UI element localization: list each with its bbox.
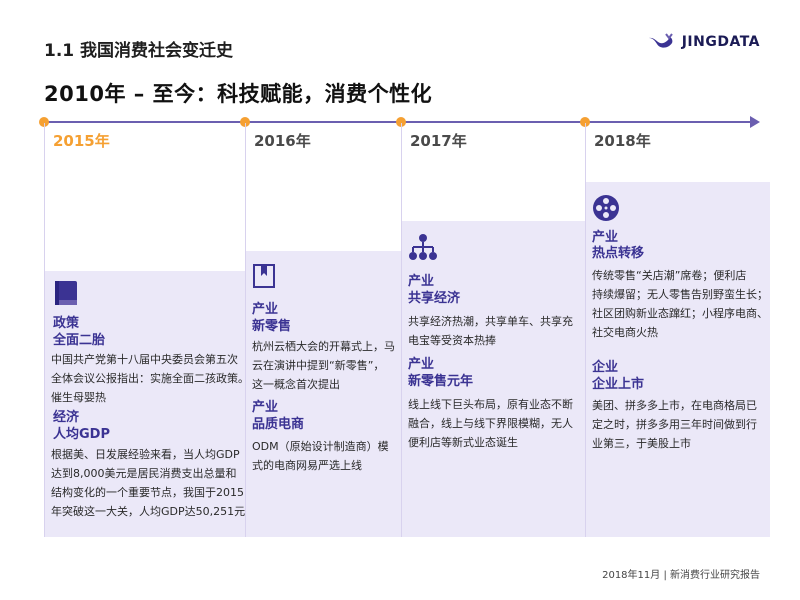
category-label: 企业 bbox=[592, 360, 619, 375]
film-reel-icon bbox=[593, 195, 619, 221]
event-title: 热点转移 bbox=[592, 246, 645, 261]
section-title: 1.1 我国消费社会变迁史 bbox=[44, 41, 234, 61]
category-label: 产业 bbox=[252, 302, 279, 317]
event-title: 企业上市 bbox=[592, 377, 645, 392]
event-description: 共享经济热潮，共享单车、共享充 电宝等受资本热捧 bbox=[408, 315, 573, 347]
event-description: 杭州云栖大会的开幕式上，马 云在演讲中提到“新零售”， 这一概念首次提出 bbox=[252, 340, 395, 391]
year-column-2018: 2018年 产业 热点转移 传统零售“关店潮”席卷；便利店 持续爆留；无人零售告… bbox=[585, 123, 770, 537]
year-panel: 产业 热点转移 传统零售“关店潮”席卷；便利店 持续爆留；无人零售告别野蛮生长；… bbox=[586, 182, 770, 537]
event-description: 美团、拼多多上市，在电商格局已 定之时，拼多多用三年时间做到行 业第三，于美股上… bbox=[592, 399, 757, 450]
category-label: 政策 bbox=[53, 316, 80, 331]
event-title: 全面二胎 bbox=[53, 333, 106, 348]
category-label: 产业 bbox=[408, 274, 435, 289]
network-icon bbox=[409, 234, 437, 260]
timeline-dot-2017 bbox=[396, 117, 406, 127]
bookmark-icon bbox=[253, 264, 275, 288]
book-icon bbox=[55, 281, 77, 305]
event-title: 新零售 bbox=[252, 319, 292, 334]
year-label: 2016年 bbox=[254, 132, 311, 150]
timeline-arrow-icon bbox=[750, 116, 760, 128]
year-panel: 产业 共享经济 共享经济热潮，共享单车、共享充 电宝等受资本热捧 产业 新零售元… bbox=[402, 221, 586, 537]
page-title: 2010年 – 至今：科技赋能，消费个性化 bbox=[44, 82, 433, 106]
year-panel: 政策 全面二胎 中国共产党第十八届中央委员会第五次 全体会议公报指出：实施全面二… bbox=[45, 271, 249, 537]
category-label: 产业 bbox=[252, 400, 279, 415]
brand-name: JINGDATA bbox=[681, 34, 760, 50]
event-description: ODM（原始设计制造商）模 式的电商网易严选上线 bbox=[252, 440, 389, 472]
year-column-2016: 2016年 产业 新零售 杭州云栖大会的开幕式上，马 云在演讲中提到“新零售”，… bbox=[245, 123, 402, 537]
timeline-dot-2016 bbox=[240, 117, 250, 127]
event-title: 新零售元年 bbox=[408, 374, 474, 389]
whale-logo-icon bbox=[648, 33, 673, 48]
footer-source: 2018年11月 | 新消费行业研究报告 bbox=[602, 570, 760, 581]
brand-logo: JINGDATA bbox=[648, 32, 760, 52]
event-description: 根据美、日发展经验来看，当人均GDP 达到8,000美元是居民消费支出总量和 结… bbox=[51, 448, 246, 518]
category-label: 经济 bbox=[53, 410, 80, 425]
year-column-2015: 2015年 政策 全面二胎 中国共产党第十八届中央委员会第五次 全体会议公报指出… bbox=[44, 123, 249, 537]
event-description: 中国共产党第十八届中央委员会第五次 全体会议公报指出：实施全面二孩政策。 催生母… bbox=[51, 353, 249, 404]
year-label: 2017年 bbox=[410, 132, 467, 150]
year-column-2017: 2017年 产业 共享经济 共享经济热潮，共享单车、共享充 电宝等受资本热捧 产… bbox=[401, 123, 586, 537]
category-label: 产业 bbox=[592, 230, 619, 245]
timeline-dot-2015 bbox=[39, 117, 49, 127]
event-title: 共享经济 bbox=[408, 291, 461, 306]
year-label: 2018年 bbox=[594, 132, 651, 150]
year-panel: 产业 新零售 杭州云栖大会的开幕式上，马 云在演讲中提到“新零售”， 这一概念首… bbox=[246, 251, 402, 537]
event-description: 传统零售“关店潮”席卷；便利店 持续爆留；无人零售告别野蛮生长； 社区团购新业态… bbox=[592, 269, 768, 339]
event-title: 人均GDP bbox=[53, 427, 110, 442]
timeline-dot-2018 bbox=[580, 117, 590, 127]
event-description: 线上线下巨头布局，原有业态不断 融合，线上与线下界限模糊，无人 便利店等新式业态… bbox=[408, 398, 573, 449]
event-title: 品质电商 bbox=[252, 417, 305, 432]
year-label: 2015年 bbox=[53, 132, 110, 150]
category-label: 产业 bbox=[408, 357, 435, 372]
